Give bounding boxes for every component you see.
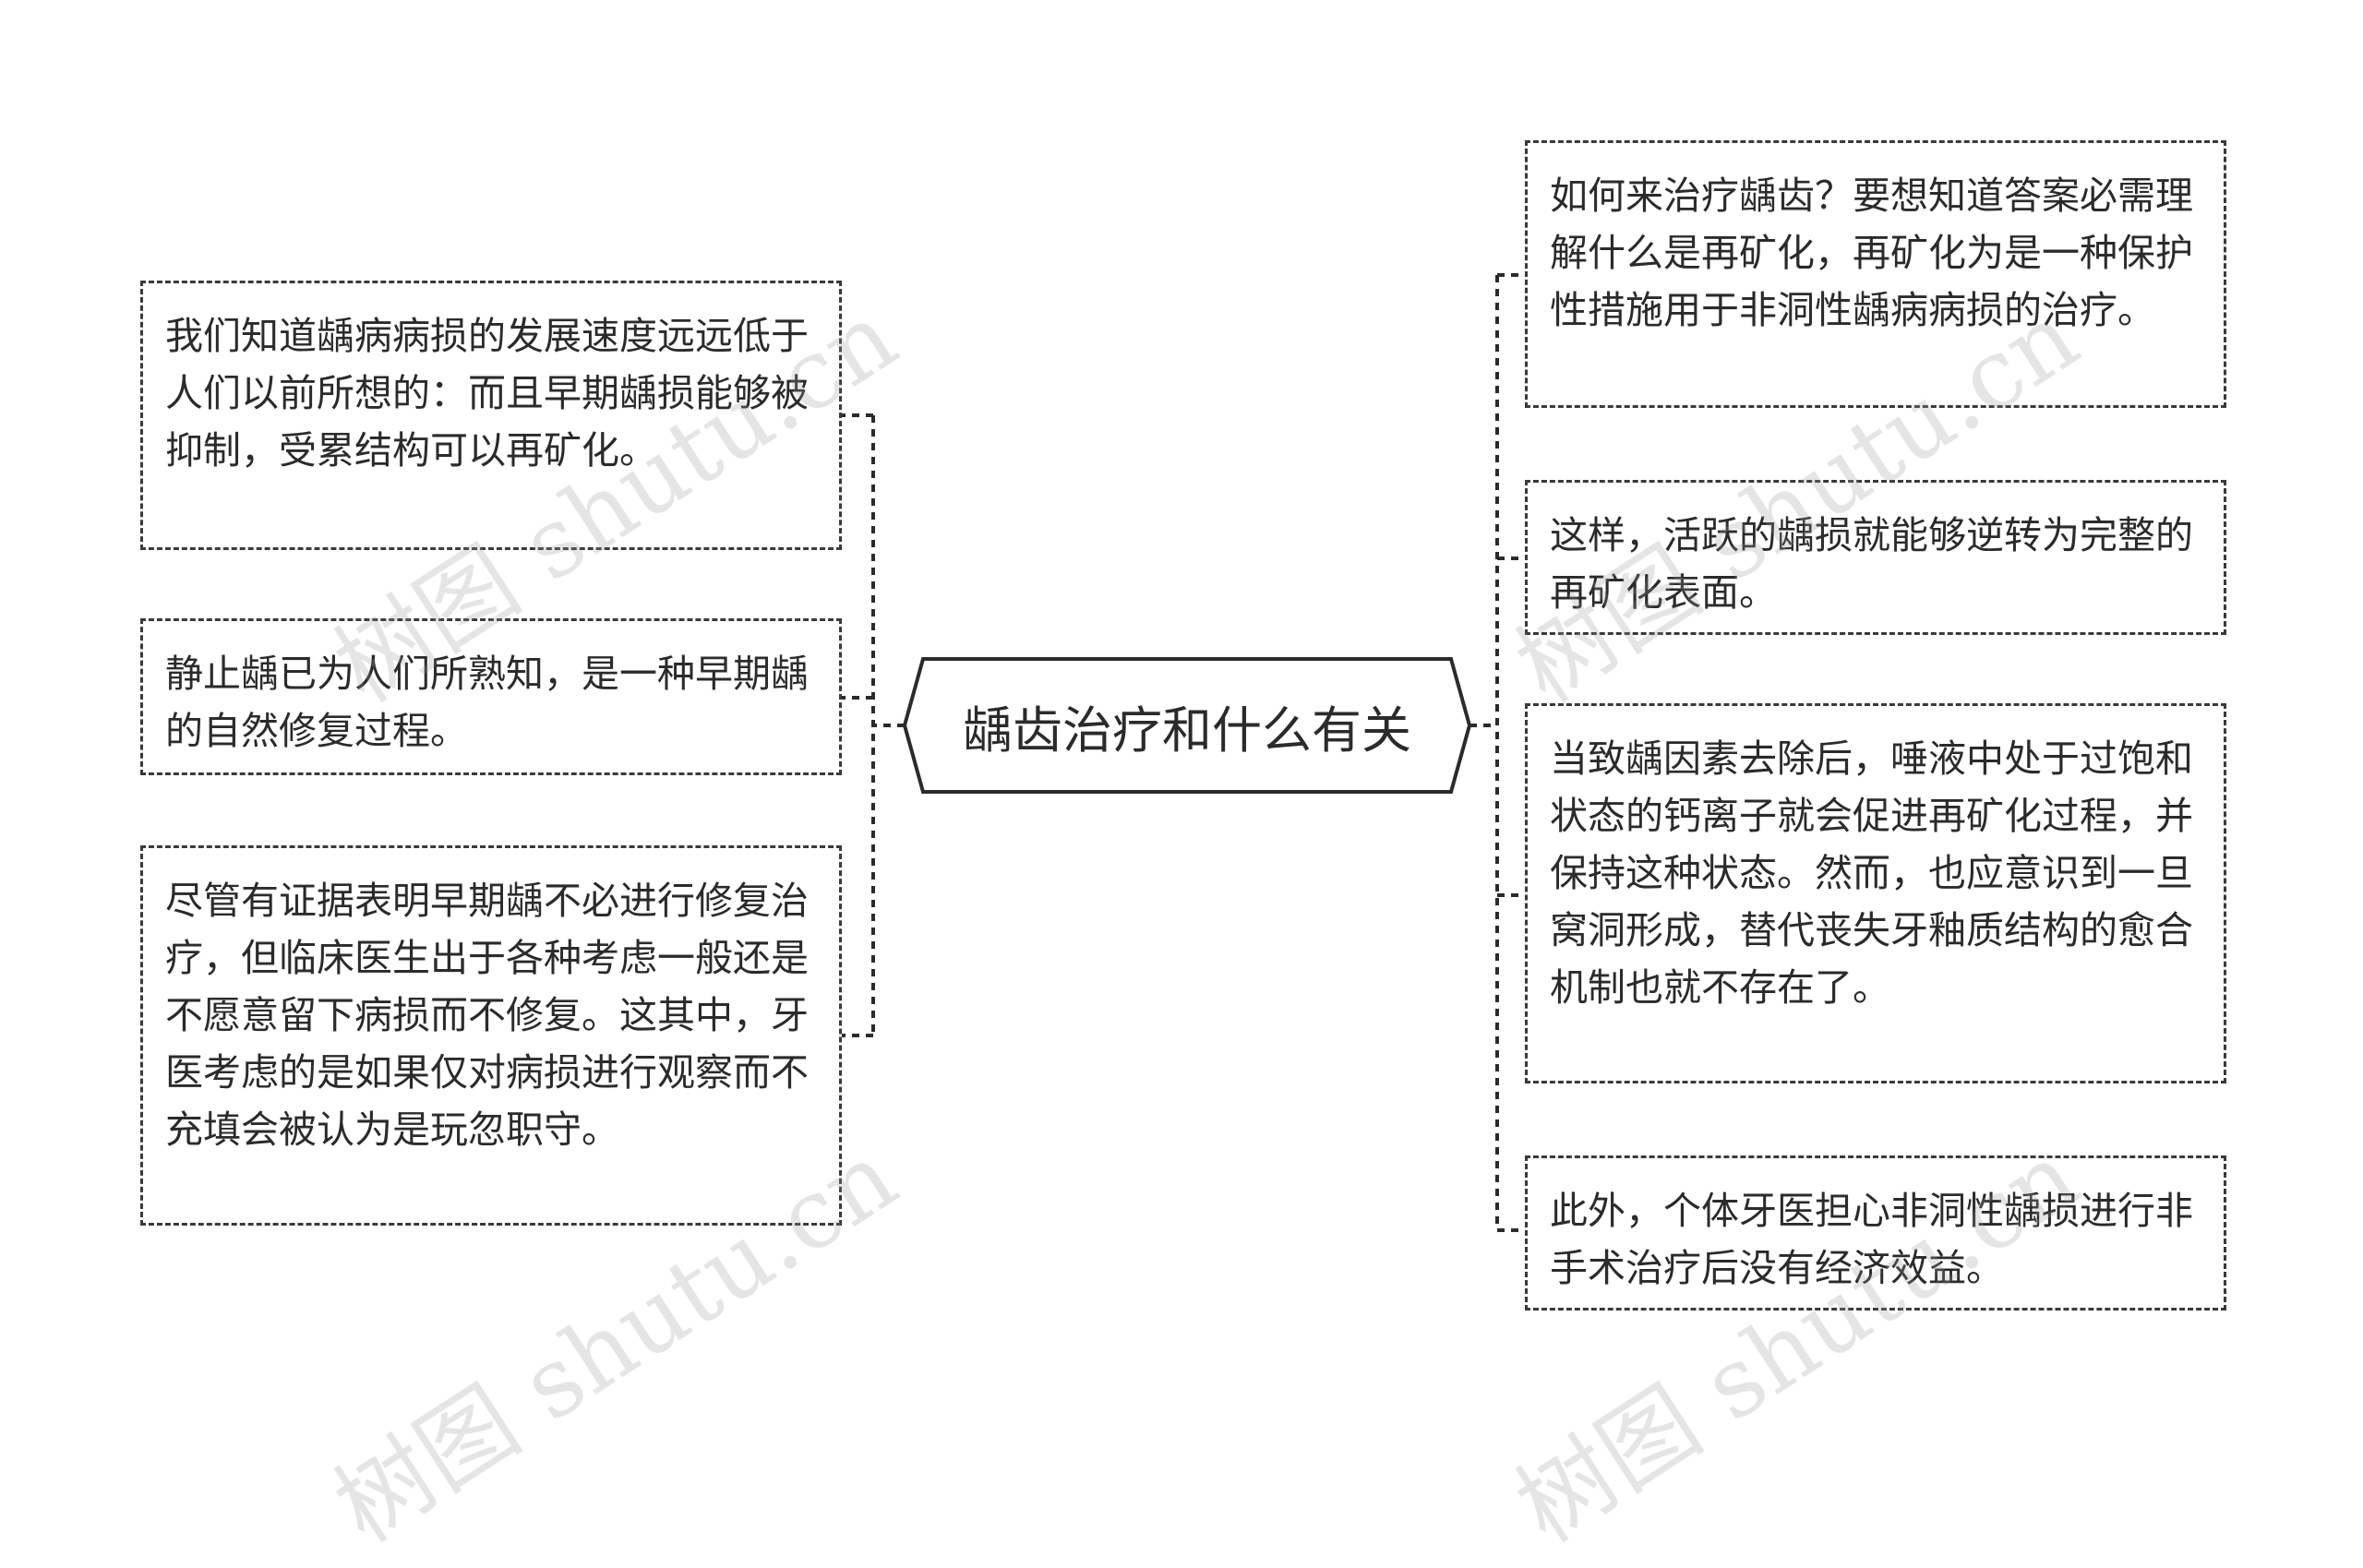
central-topic[interactable]: 龋齿治疗和什么有关 — [963, 700, 1411, 760]
left-connectors — [842, 413, 905, 1037]
mind-map-canvas: 龋齿治疗和什么有关 我们知道龋病病损的发展速度远远低于人们以前所想的：而且早期龋… — [140, 140, 2226, 1564]
right-node-4[interactable]: 此外，个体牙医担心非洞性龋损进行非手术治疗后没有经济效益。 — [1525, 1155, 2226, 1311]
left-node-1[interactable]: 我们知道龋病病损的发展速度远远低于人们以前所想的：而且早期龋损能够被抑制，受累结… — [140, 281, 842, 550]
right-node-2[interactable]: 这样，活跃的龋损就能够逆转为完整的再矿化表面。 — [1525, 480, 2226, 635]
right-connectors — [1469, 273, 1525, 1232]
right-node-1[interactable]: 如何来治疗龋齿？要想知道答案必需理解什么是再矿化，再矿化为是一种保护性措施用于非… — [1525, 140, 2226, 408]
right-node-3[interactable]: 当致龋因素去除后，唾液中处于过饱和状态的钙离子就会促进再矿化过程，并保持这种状态… — [1525, 703, 2226, 1083]
left-node-2[interactable]: 静止龋已为人们所熟知，是一种早期龋的自然修复过程。 — [140, 618, 842, 775]
left-node-3[interactable]: 尽管有证据表明早期龋不必进行修复治疗，但临床医生出于各种考虑一般还是不愿意留下病… — [140, 845, 842, 1226]
